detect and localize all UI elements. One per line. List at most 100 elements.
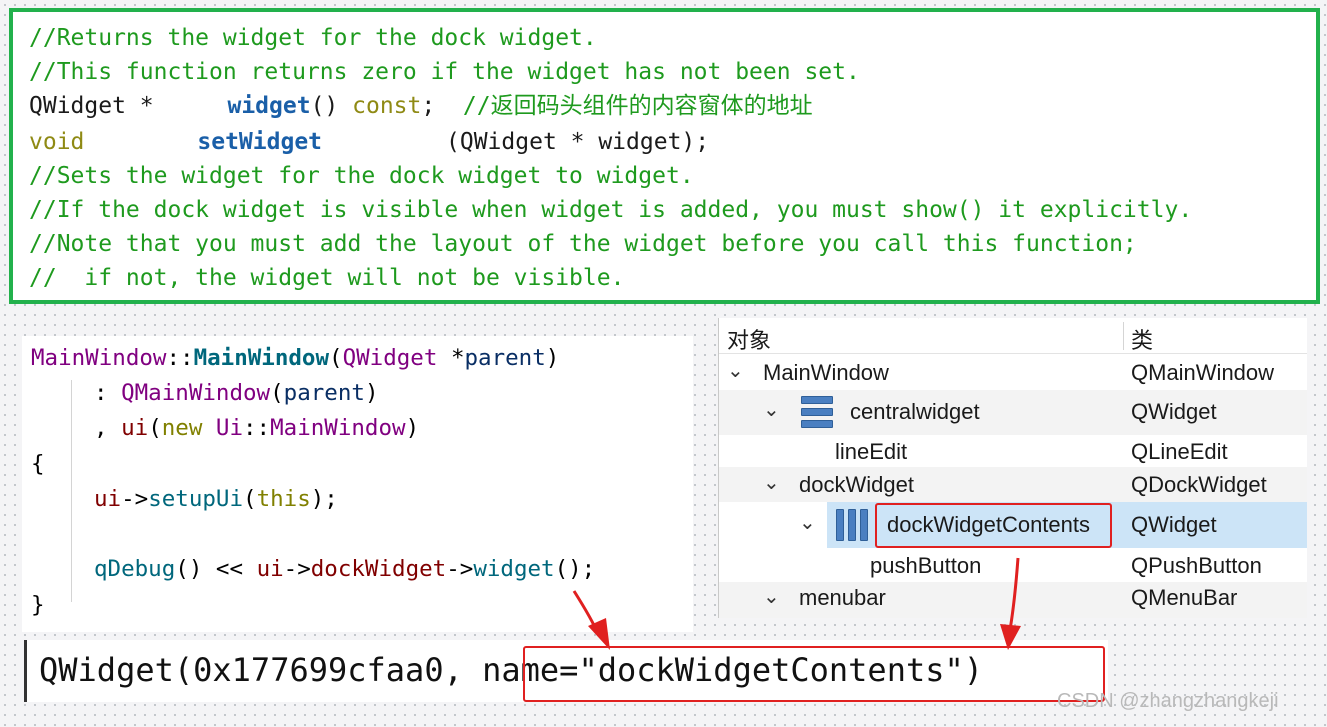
doc-line-7: //Note that you must add the layout of t… [29,231,1137,257]
code-token: -> [283,556,311,582]
code-token: ui [256,556,284,582]
code-token: void [29,129,85,155]
code-token: const [352,93,422,119]
code-token: setupUi [148,486,244,512]
column-header-class[interactable]: 类 [1131,328,1154,353]
code-token: QWidget [342,345,438,371]
tree-row-centralwidget[interactable]: ⌄ centralwidget QWidget [719,390,1307,435]
code-token: ( [270,380,284,406]
tree-row-dockwidgetcontents[interactable]: ⌄ dockWidgetContents QWidget [719,502,1307,548]
tree-class-name: QLineEdit [1131,439,1228,464]
object-inspector-tree: ⌃ 对象 类 ⌄ MainWindow QMainWindow ⌄ centra… [718,318,1307,618]
code-token: * [437,345,465,371]
code-token: ) [364,380,379,406]
output-highlight: name="dockWidgetContents") [482,651,984,689]
code-token: MainWindow [270,415,406,441]
code-line-8: } [31,592,45,618]
vertical-layout-icon [801,396,833,428]
code-token: MainWindow [31,345,167,371]
tree-row-lineedit[interactable]: lineEdit QLineEdit [719,435,1307,467]
code-token: widget [227,93,311,119]
highlight-box-tree [875,503,1112,548]
code-token: this [256,486,311,512]
code-token: ui [121,415,149,441]
documentation-box: //Returns the widget for the dock widget… [9,8,1320,304]
code-token: () [310,93,353,119]
code-token: ) [545,345,560,371]
code-token: ); [310,486,338,512]
doc-line-8: // if not, the widget will not be visibl… [29,265,625,291]
tree-class-name: QDockWidget [1131,472,1267,497]
code-line-1: MainWindow::MainWindow(QWidget *parent) [31,341,559,376]
code-token: QMainWindow [121,380,271,406]
code-line-4: { [31,451,45,477]
tree-class-name: QMainWindow [1131,360,1275,385]
chevron-down-icon[interactable]: ⌄ [727,360,744,382]
code-token: :: [243,415,271,441]
code-token: MainWindow [193,345,330,371]
code-token: parent [464,345,546,371]
tree-row-mainwindow[interactable]: ⌄ MainWindow QMainWindow [719,355,1307,390]
code-token: ui [94,486,122,512]
tree-object-name: menubar [799,585,886,610]
code-token: new [161,415,203,441]
tree-object-name: dockWidget [799,472,914,497]
tree-class-name: QPushButton [1131,553,1262,578]
indent-guide [71,380,72,602]
arrow-left [572,590,610,650]
tree-header: ⌃ 对象 类 [719,318,1307,354]
chevron-down-icon[interactable]: ⌄ [763,399,780,421]
code-token: widget [473,556,555,582]
arrow-right [1000,557,1021,650]
tree-class-name: QMenuBar [1131,585,1238,610]
code-token: , [94,415,122,441]
code-line-3: , ui(new Ui::MainWindow) [94,411,419,446]
selection-highlight [827,502,1307,548]
tree-object-name: centralwidget [850,399,980,424]
doc-line-2: //This function returns zero if the widg… [29,59,860,85]
doc-line-5: //Sets the widget for the dock widget to… [29,163,694,189]
code-token: ( [243,486,257,512]
code-comment: //返回码头组件的内容窗体的地址 [462,93,813,119]
code-token: setWidget [197,129,323,155]
code-token: parent [283,380,365,406]
tree-class-name: QWidget [1131,399,1217,424]
column-header-object[interactable]: 对象 [727,328,772,353]
code-token: () << [175,556,257,582]
doc-line-6: //If the dock widget is visible when wid… [29,197,1193,223]
code-token: dockWidget [310,556,447,582]
code-token: : [94,380,122,406]
code-token: qDebug [94,556,176,582]
doc-line-4: void setWidget (QWidget * widget); [29,125,709,159]
highlight-box-output [523,646,1105,702]
tree-object-name: lineEdit [835,439,908,464]
tree-object-name: pushButton [870,553,982,578]
sort-indicator-icon[interactable]: ⌃ [915,318,927,328]
code-token: ( [148,415,162,441]
tree-object-name: dockWidgetContents [887,512,1090,537]
code-token: (); [554,556,596,582]
tree-object-name: MainWindow [763,360,889,385]
code-editor-panel: MainWindow::MainWindow(QWidget *parent) … [22,336,693,632]
code-token: ; [421,93,463,119]
code-token: Ui [215,415,244,441]
chevron-down-icon[interactable]: ⌄ [763,586,780,608]
code-token: -> [121,486,149,512]
tree-row-dockwidget[interactable]: ⌄ dockWidget QDockWidget [719,467,1307,502]
code-token: -> [446,556,474,582]
chevron-down-icon[interactable]: ⌄ [799,512,816,534]
output-prefix: QWidget(0x177699cfaa0, [39,651,483,689]
chevron-down-icon[interactable]: ⌄ [763,472,780,494]
code-line-5: ui->setupUi(this); [94,482,338,517]
tree-class-name: QWidget [1131,512,1217,537]
code-token: (QWidget * widget); [446,129,710,155]
tree-row-pushbutton[interactable]: pushButton QPushButton [719,548,1307,582]
horizontal-layout-icon [836,509,868,541]
code-token: ) [405,415,420,441]
doc-line-3: QWidget * widget() const; //返回码头组件的内容窗体的… [29,89,813,123]
code-token: QWidget * [29,93,168,119]
debug-output-line: QWidget(0x177699cfaa0, name="dockWidgetC… [39,648,983,692]
watermark: CSDN @zhangzhangkeji [1057,690,1279,712]
column-divider[interactable] [1123,322,1124,350]
